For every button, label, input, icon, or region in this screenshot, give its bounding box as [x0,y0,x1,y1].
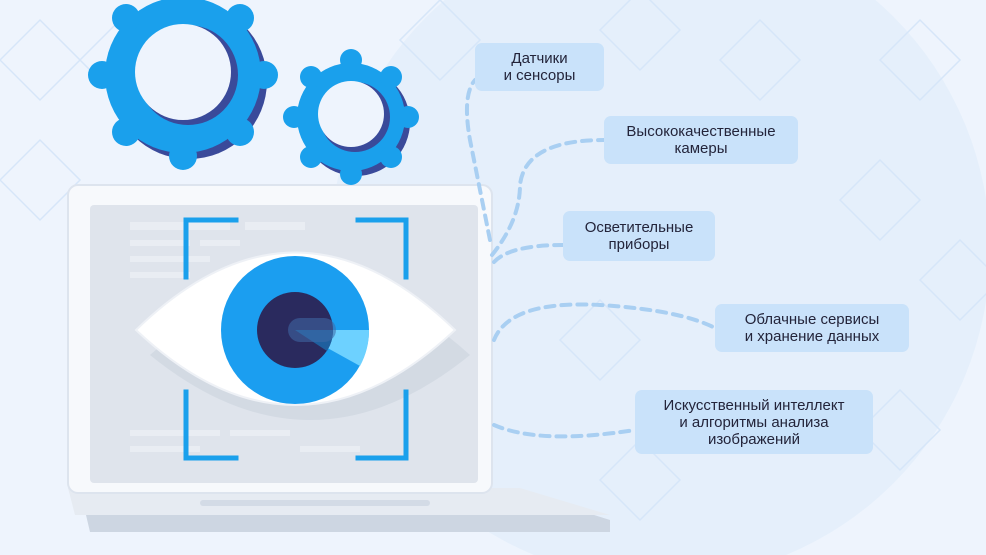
connector-lighting [492,243,565,264]
label-ai: Искусственный интеллект и алгоритмы анал… [635,390,873,454]
gear-large-icon [88,0,278,170]
label-cameras: Высококачественные камеры [604,116,798,164]
label-ai-line3: изображений [707,430,801,448]
label-lighting-line1: Осветительные [584,219,694,236]
label-cloud-line1: Облачные сервисы [744,311,880,328]
connector-sensors [464,78,492,242]
label-lighting: Осветительные приборы [563,211,715,261]
background-hex-pattern [0,0,986,522]
label-ai-line1: Искусственный интеллект [663,396,845,414]
label-lighting-line2: приборы [608,236,670,253]
label-sensors-line1: Датчики [511,50,568,67]
eye [134,251,457,406]
label-cloud-line2: и хранение данных [744,328,880,345]
connector-ai [492,423,637,439]
label-cameras-line2: камеры [674,140,728,157]
connector-cloud [492,302,717,342]
label-sensors: Датчики и сенсоры [475,43,604,91]
connector-cameras [490,138,606,257]
label-cameras-line1: Высококачественные [626,123,776,140]
label-ai-line2: и алгоритмы анализа [679,413,829,431]
gear-small-icon [283,49,419,185]
connector-lines [464,78,717,439]
label-cloud: Облачные сервисы и хранение данных [715,304,909,352]
laptop-base [68,488,610,532]
label-sensors-line2: и сенсоры [503,67,576,84]
scan-frame [183,217,409,461]
